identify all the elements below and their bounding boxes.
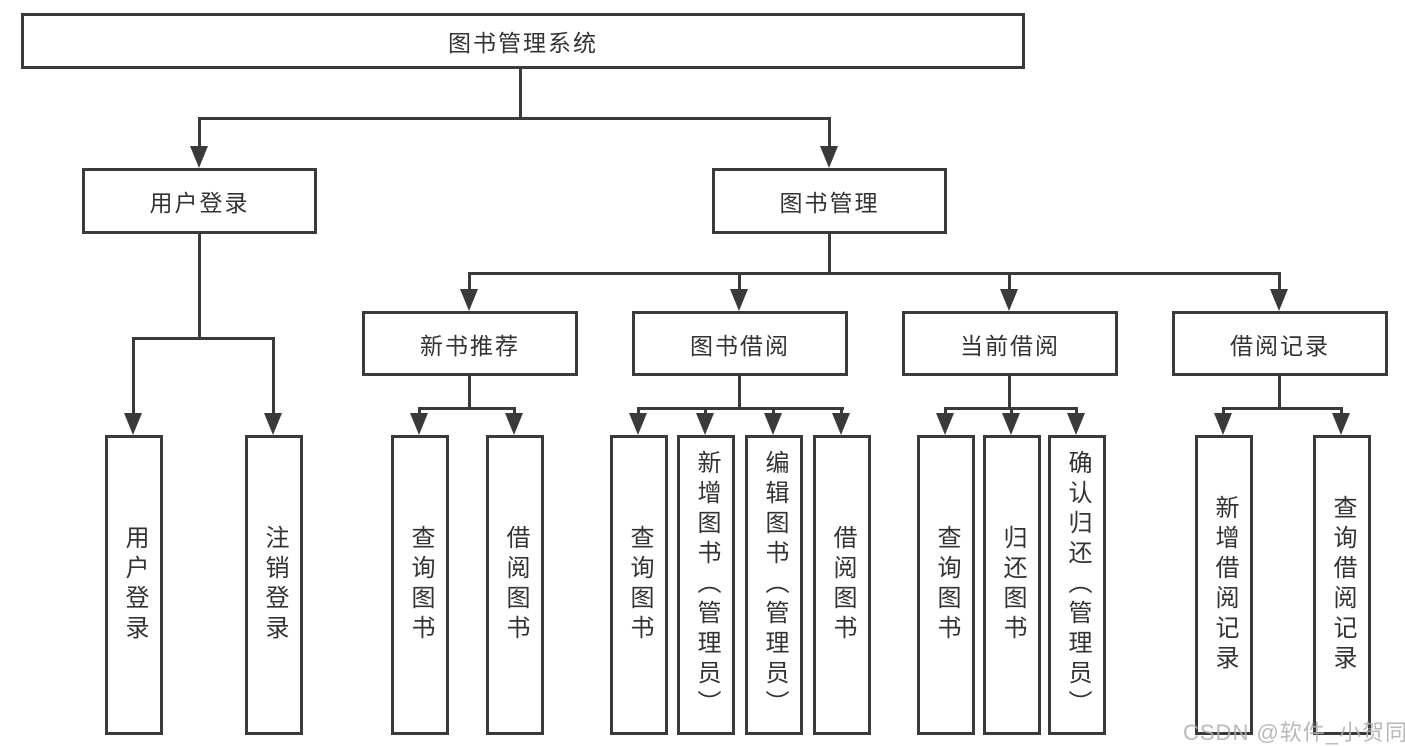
arrow-down-icon	[1214, 407, 1232, 435]
connector-line	[519, 68, 522, 120]
leaf-confirm-return-admin: 确认归还（管理员）	[1048, 435, 1106, 735]
arrow-down-icon	[832, 407, 850, 435]
connector-line	[418, 407, 516, 410]
connector-line	[738, 376, 741, 410]
arrow-down-icon	[264, 337, 282, 435]
arrow-down-icon	[696, 407, 714, 435]
leaf-logout: 注销登录	[245, 435, 303, 735]
arrow-down-icon	[730, 272, 748, 311]
connector-line	[828, 233, 831, 275]
arrow-down-icon	[936, 407, 954, 435]
connector-line	[1278, 376, 1281, 410]
csdn-watermark: CSDN @软件_小贺同学	[1183, 720, 1405, 745]
leaf-query-books-recommend: 查询图书	[391, 435, 449, 735]
arrow-down-icon	[1067, 407, 1085, 435]
connector-line	[198, 117, 831, 120]
arrow-down-icon	[124, 337, 142, 435]
arrow-down-icon	[1002, 407, 1020, 435]
connector-line	[468, 272, 1281, 275]
arrow-down-icon	[764, 407, 782, 435]
leaf-add-books-admin: 新增图书（管理员）	[677, 435, 735, 735]
leaf-borrow-books-recommend: 借阅图书	[486, 435, 544, 735]
node-new-book-recommend: 新书推荐	[362, 311, 578, 376]
arrow-down-icon	[820, 117, 838, 168]
connector-line	[132, 337, 275, 340]
connector-line	[468, 376, 471, 410]
node-book-borrow: 图书借阅	[632, 311, 848, 376]
arrow-down-icon	[629, 407, 647, 435]
connector-line	[637, 407, 844, 410]
arrow-down-icon	[460, 272, 478, 311]
arrow-down-icon	[410, 407, 428, 435]
node-library-system: 图书管理系统	[21, 13, 1025, 69]
connector-line	[1222, 407, 1343, 410]
connector-line	[198, 233, 201, 340]
leaf-query-borrow-record: 查询借阅记录	[1313, 435, 1371, 735]
arrow-down-icon	[190, 117, 208, 168]
leaf-add-borrow-record: 新增借阅记录	[1195, 435, 1253, 735]
leaf-return-books: 归还图书	[983, 435, 1041, 735]
leaf-borrow-books: 借阅图书	[813, 435, 871, 735]
leaf-query-books-current: 查询图书	[917, 435, 975, 735]
node-book-management: 图书管理	[712, 168, 947, 234]
node-user-login: 用户登录	[82, 168, 317, 234]
arrow-down-icon	[505, 407, 523, 435]
leaf-query-books-borrow: 查询图书	[610, 435, 668, 735]
leaf-user-login: 用户登录	[105, 435, 163, 735]
arrow-down-icon	[1270, 272, 1288, 311]
leaf-edit-books-admin: 编辑图书（管理员）	[745, 435, 803, 735]
node-borrow-records: 借阅记录	[1172, 311, 1388, 376]
connector-line	[1008, 376, 1011, 410]
arrow-down-icon	[1332, 407, 1350, 435]
node-current-borrow: 当前借阅	[902, 311, 1118, 376]
arrow-down-icon	[1000, 272, 1018, 311]
